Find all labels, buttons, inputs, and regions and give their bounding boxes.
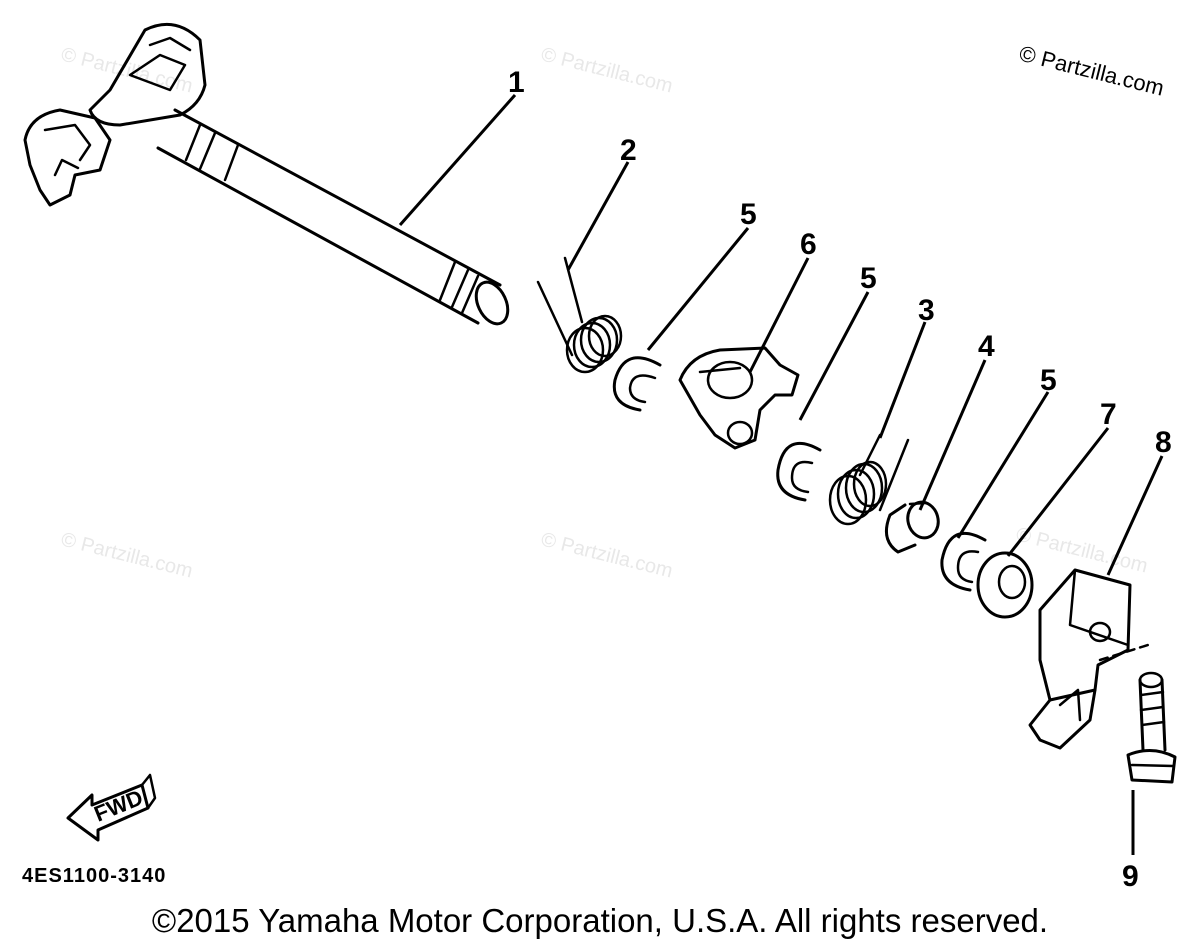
watermark-faint: © Partzilla.com: [539, 44, 675, 98]
spring-2-drawing: [536, 256, 623, 374]
shift-lever-8-drawing: [1028, 568, 1150, 750]
bolt-9-drawing: [1126, 671, 1177, 784]
shift-shaft-drawing: [23, 22, 510, 326]
drawing-code: 4ES1100-3140: [22, 865, 166, 887]
shift-arm-6-drawing: [678, 346, 800, 450]
circlip-drawings: [612, 356, 987, 592]
watermark-faint: © Partzilla.com: [1014, 524, 1150, 578]
collar-4-drawing: [884, 500, 940, 554]
watermark-faint: © Partzilla.com: [539, 529, 675, 583]
part-callouts: 1 2 5 6 5 3 4 5 7 8 9: [508, 66, 1172, 893]
watermarks: © Partzilla.com © Partzilla.com © Partzi…: [59, 41, 1167, 583]
watermark-faint: © Partzilla.com: [59, 529, 195, 583]
watermark-main: © Partzilla.com: [1017, 41, 1167, 101]
part-number-1: 1: [508, 66, 525, 99]
part-number-7: 7: [1100, 398, 1117, 431]
part-number-2: 2: [620, 134, 637, 167]
part-number-5: 5: [740, 198, 757, 231]
part-number-9: 9: [1122, 860, 1139, 893]
fwd-arrow-icon: FWD: [66, 773, 157, 842]
spring-3-drawing: [828, 433, 910, 526]
washer-7-drawing: [976, 551, 1034, 619]
part-number-5: 5: [860, 262, 877, 295]
part-number-4: 4: [978, 330, 995, 363]
part-number-3: 3: [918, 294, 935, 327]
part-number-8: 8: [1155, 426, 1172, 459]
copyright-notice: ©2015 Yamaha Motor Corporation, U.S.A. A…: [152, 902, 1048, 939]
part-number-5: 5: [1040, 364, 1057, 397]
part-number-6: 6: [800, 228, 817, 261]
leader-lines: [398, 94, 1164, 855]
watermark-faint: © Partzilla.com: [59, 44, 195, 98]
